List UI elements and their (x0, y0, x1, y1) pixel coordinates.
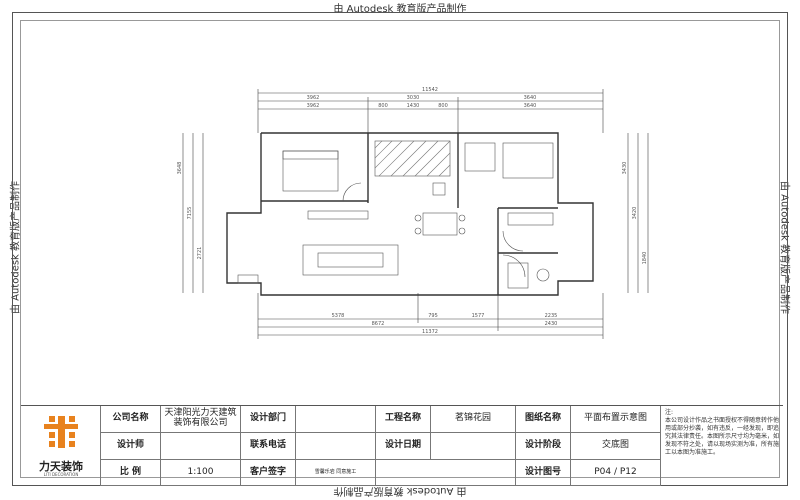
dim-bottom-2b: 2430 (545, 321, 558, 327)
door-swing-bath (502, 254, 526, 278)
sofa (302, 244, 399, 276)
kitchen-counter (507, 212, 554, 226)
dim-left-b: 7155 (187, 207, 193, 220)
drawing-sheet: 11542 3962 3030 3640 3962 800 1430 800 3… (12, 12, 788, 486)
dim-right-b: 3420 (632, 207, 638, 220)
design-date-value (431, 433, 516, 460)
design-dept-value (296, 406, 376, 433)
door-swing-kitchen (502, 230, 524, 252)
dim-bottom-1c: 1577 (472, 313, 485, 319)
drawing-frame (20, 20, 780, 478)
wardrobe (464, 142, 496, 172)
dim-top-2c: 3640 (524, 95, 537, 101)
project-label: 工程名称 (376, 406, 431, 433)
dim-right-a: 3430 (622, 162, 628, 175)
door-swing-bedroom (342, 182, 362, 202)
dim-top-2a: 3962 (307, 95, 320, 101)
company-label: 公司名称 (101, 406, 161, 433)
phone-label: 联系电话 (241, 433, 296, 460)
project-value: 茗锦花园 (431, 406, 516, 433)
phone-value (296, 433, 376, 460)
drawing-name-value: 平面布置示意图 (571, 406, 661, 433)
note-body: 本公司设计作品之书面授权不得随意转作他用或部分抄袭，如有违反，一经发现，即追究其… (665, 417, 780, 457)
logo-text: 力天装饰 (39, 460, 83, 473)
dim-top-3c: 1430 (407, 103, 420, 109)
balcony-shelf (237, 274, 259, 284)
floor-plan: 11542 3962 3030 3640 3962 800 1430 800 3… (177, 87, 649, 339)
watermark-top: 由 Autodesk 教育版产品制作 (333, 4, 467, 15)
designer-value (161, 433, 241, 460)
bed-second (502, 142, 554, 179)
chair (432, 182, 446, 196)
designer-label: 设计师 (101, 433, 161, 460)
notes-panel: 注: 本公司设计作品之书面授权不得随意转作他用或部分抄袭，如有违反，一经发现，即… (661, 406, 783, 486)
dining-table (422, 212, 458, 236)
dim-bottom-total: 11372 (422, 329, 438, 335)
toilet (536, 268, 550, 282)
title-block: 力天装饰 LITI DECORATION 公司名称 天津阳光力天建筑装饰有限公司… (21, 405, 783, 486)
client-sign-value: 雪馨乐岩 同意施工 (296, 460, 376, 486)
scale-value: 1:100 (161, 460, 241, 486)
dim-bottom-1d: 2235 (545, 313, 558, 319)
drawing-no-value: P04 / P12 (571, 460, 661, 486)
dim-bottom-2a: 8672 (372, 321, 385, 327)
company-logo: 力天装饰 LITI DECORATION (21, 406, 101, 486)
blank-cell (376, 460, 516, 486)
tiled-area (374, 140, 451, 177)
dim-bottom-1b: 795 (428, 313, 438, 319)
note-heading: 注: (665, 409, 674, 416)
company-value: 天津阳光力天建筑装饰有限公司 (161, 406, 241, 433)
dim-top-total: 11542 (422, 87, 438, 93)
dim-left-c: 2721 (197, 247, 203, 260)
drawing-name-label: 图纸名称 (516, 406, 571, 433)
design-stage-value: 交底图 (571, 433, 661, 460)
scale-label: 比 例 (101, 460, 161, 486)
dim-top-3d: 800 (438, 103, 448, 109)
client-sign-note: 雪馨乐岩 同意施工 (314, 468, 357, 475)
drawing-no-label: 设计图号 (516, 460, 571, 486)
dim-top-3e: 3640 (524, 103, 537, 109)
bathtub (507, 262, 529, 289)
dim-top-3a: 3962 (307, 103, 320, 109)
dim-top-2b: 3030 (407, 95, 420, 101)
dim-bottom-1a: 5378 (332, 313, 345, 319)
outer-wall (226, 132, 594, 296)
design-date-label: 设计日期 (376, 433, 431, 460)
dim-left-a: 3648 (177, 162, 183, 175)
bed-master (282, 150, 339, 192)
logo-subtext: LITI DECORATION (43, 472, 79, 477)
design-stage-label: 设计阶段 (516, 433, 571, 460)
client-sign-label: 客户签字 (241, 460, 296, 486)
dim-right-c: 1840 (642, 252, 648, 265)
design-dept-label: 设计部门 (241, 406, 296, 433)
watermark-bottom: 由 Autodesk 教育版产品制作 (333, 485, 467, 496)
dim-top-3b: 800 (378, 103, 388, 109)
logo-mark-icon (44, 416, 78, 448)
tv-cabinet (307, 210, 369, 220)
